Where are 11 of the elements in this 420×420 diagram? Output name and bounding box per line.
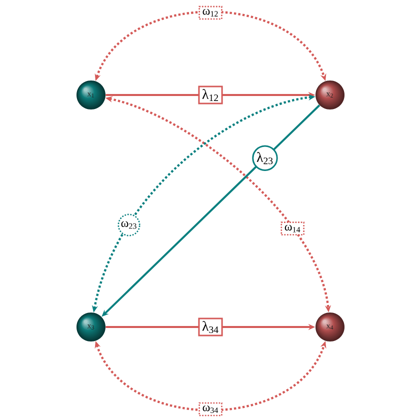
edge-label: λ$_{34}$ xyxy=(198,318,223,336)
sphere: x$_{3}$ xyxy=(76,312,106,342)
edge-label: ω$_{34}$ xyxy=(198,402,222,416)
sphere: x$_{4}$ xyxy=(316,312,344,342)
edge-label: ω$_{12}$ xyxy=(198,6,222,20)
edge-label: ω$_{23}$ xyxy=(118,214,140,236)
edge-label: λ$_{23}$ xyxy=(252,145,278,171)
edge-label: λ$_{12}$ xyxy=(198,86,223,104)
edge-label: ω$_{14}$ xyxy=(280,222,304,236)
sphere: x$_{1}$ xyxy=(76,80,106,110)
sphere: x$_{2}$ xyxy=(316,80,344,110)
